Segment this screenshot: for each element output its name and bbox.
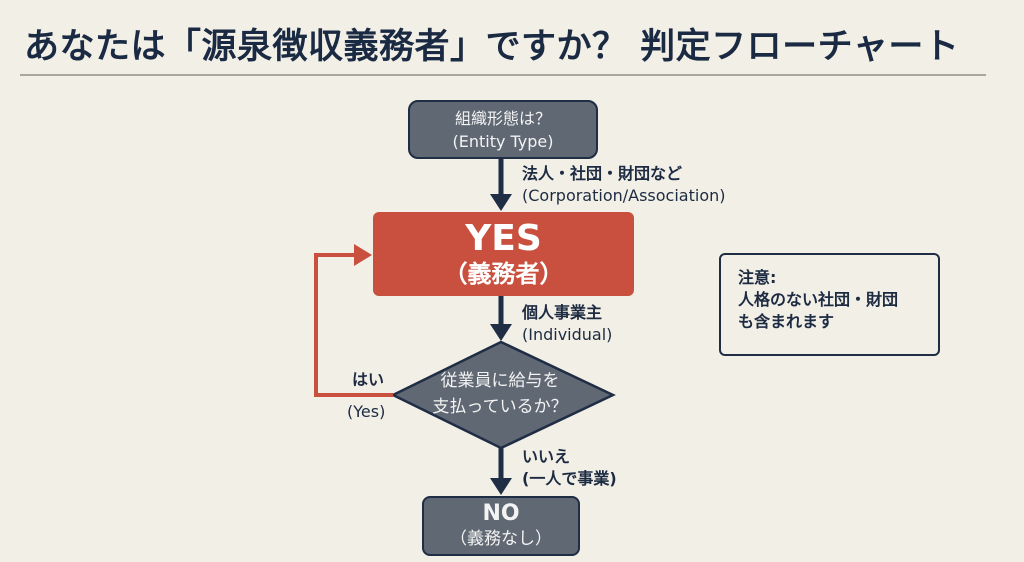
edge-label-iie: いいえ (一人で事業) xyxy=(522,447,617,488)
edge-label-corporation: 法人・社団・財団など (Corporation/Association) xyxy=(522,164,726,205)
note-line-2: も含まれます xyxy=(738,312,835,331)
yes-label: YES xyxy=(465,218,542,259)
title-divider xyxy=(20,74,986,76)
page-title: あなたは「源泉徴収義務者」ですか？ 判定フローチャート xyxy=(24,27,960,67)
entity-type-jp: 組織形態は？ xyxy=(454,108,551,128)
arrow-decision-to-no xyxy=(490,448,512,495)
yes-sublabel: （義務者） xyxy=(443,260,564,288)
edge-label-individual: 個人事業主 (Individual) xyxy=(522,303,613,344)
edge-label-yes-en: (Yes) xyxy=(347,402,386,421)
entity-type-en: (Entity Type) xyxy=(452,131,554,151)
note-box: 注意: 人格のない社団・財団 も含まれます xyxy=(719,253,940,356)
edge-label-hai: はい xyxy=(352,370,385,389)
entity-type-node: 組織形態は？ (Entity Type) xyxy=(408,100,598,159)
no-label: NO xyxy=(482,501,520,526)
yes-obligated-node: YES （義務者） xyxy=(373,212,634,296)
no-not-obligated-node: NO （義務なし） xyxy=(422,496,580,556)
note-line-1: 人格のない社団・財団 xyxy=(738,290,899,309)
arrow-decision-yes-loop xyxy=(314,244,393,397)
arrow-yes-to-decision xyxy=(490,296,512,341)
note-heading: 注意: xyxy=(738,268,777,287)
decision-text: 従業員に給与を 支払っているか？ xyxy=(432,371,568,417)
arrow-start-to-yes xyxy=(490,159,512,211)
no-sublabel: （義務なし） xyxy=(450,529,552,549)
